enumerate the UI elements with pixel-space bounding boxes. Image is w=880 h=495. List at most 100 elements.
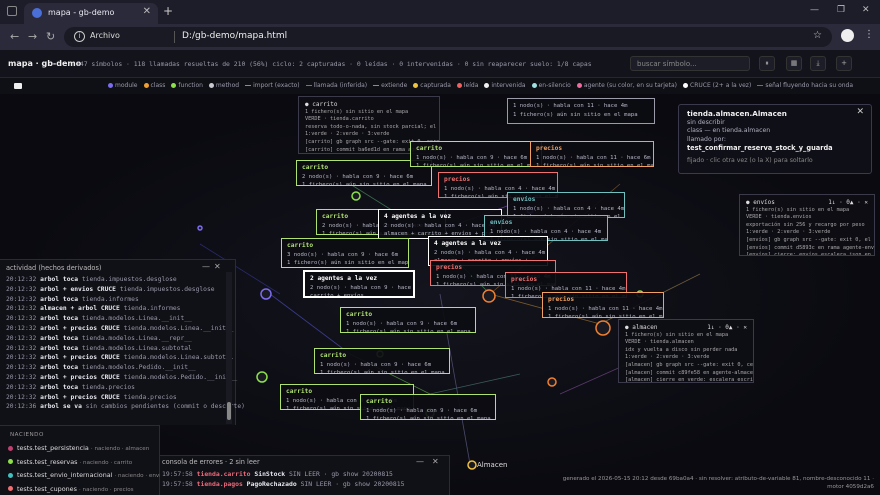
tests-list: tests.test_persistencia · naciendo · alm…: [8, 442, 167, 495]
graph-node[interactable]: [467, 460, 477, 470]
add-button[interactable]: +: [836, 56, 852, 71]
minimize-icon[interactable]: —: [202, 262, 210, 271]
close-window-icon[interactable]: ✕: [862, 5, 870, 15]
legend-item[interactable]: module: [108, 82, 138, 89]
graph-node[interactable]: [547, 377, 557, 387]
legend-swatch-icon: [576, 83, 582, 88]
grid-button[interactable]: ▦: [786, 56, 802, 71]
test-item[interactable]: tests.test_cupones · naciendo · precios: [8, 483, 167, 495]
card-line: 1 fichero(s) aún sin sitio en el mapa: [444, 194, 558, 198]
card-title: carrito: [346, 311, 373, 318]
reload-icon[interactable]: ↻: [46, 30, 56, 43]
activity-who: arbol: [40, 383, 60, 391]
url-text[interactable]: D:/gb-demo/mapa.html: [182, 31, 288, 41]
app-header: mapa · gb-demo 147 símbolos · 118 llamad…: [0, 50, 880, 78]
graph-node[interactable]: [197, 225, 203, 231]
legend-item[interactable]: llamada (inferida): [305, 82, 367, 89]
legend-item[interactable]: agente (su color, en su tarjeta): [576, 82, 677, 89]
back-icon[interactable]: ←: [10, 30, 20, 43]
card-line: 1 nodo(s) · habla con 11 · hace 6m: [536, 154, 651, 161]
agent-meta[interactable]: 1↓ · 0▲ · ✕: [707, 324, 747, 331]
maximize-icon[interactable]: ❐: [837, 5, 846, 15]
activity-verb: toca: [62, 383, 79, 391]
legend-label: module: [115, 82, 138, 89]
activity-scrollbar[interactable]: [226, 272, 232, 424]
tab-search-icon[interactable]: [7, 6, 17, 16]
activity-time: 20:12:36: [6, 403, 37, 411]
test-item[interactable]: tests.test_reservas · naciendo · carrito: [8, 456, 167, 470]
test-status-icon: [8, 445, 13, 451]
legend-item[interactable]: capturada: [413, 82, 451, 89]
legend-item[interactable]: method: [208, 82, 239, 89]
legend-item[interactable]: function: [171, 82, 203, 89]
close-tab-icon[interactable]: ✕: [142, 6, 151, 17]
new-tab-button[interactable]: +: [163, 4, 174, 18]
legend-item[interactable]: leída: [456, 82, 478, 89]
node-label[interactable]: Almacen: [477, 461, 508, 469]
forward-icon[interactable]: →: [28, 30, 38, 43]
graph-node[interactable]: [482, 289, 496, 303]
more-menu-icon[interactable]: ⋮: [864, 29, 874, 40]
url-input[interactable]: i Archivo D:/gb-demo/mapa.html ☆: [64, 27, 832, 47]
activity-who: arbol: [40, 315, 60, 323]
legend-item[interactable]: CRUCE (2+ a la vez): [683, 82, 751, 89]
activity-who: arbol + envios: [40, 285, 94, 293]
graph-node[interactable]: [351, 191, 361, 201]
symbol-search-input[interactable]: buscar símbolo...: [630, 56, 750, 71]
graph-node[interactable]: [595, 320, 611, 336]
profile-avatar-icon[interactable]: [841, 29, 854, 42]
legend-item[interactable]: intervenida: [484, 82, 526, 89]
legend-item[interactable]: class: [143, 82, 165, 89]
folder-icon[interactable]: [14, 83, 22, 89]
agent-meta[interactable]: 1↓ · 0▲ · ✕: [828, 199, 868, 206]
site-chip[interactable]: Archivo: [90, 31, 120, 40]
info-caller[interactable]: test_confirmar_reserva_stock_y_guarda: [687, 144, 833, 152]
close-icon[interactable]: ✕: [432, 457, 439, 466]
test-name: tests.test_cupones: [17, 484, 77, 493]
graph-node[interactable]: [256, 371, 268, 383]
activity-verb: CRUCE: [100, 393, 120, 401]
pause-button[interactable]: ⏸: [759, 56, 775, 71]
console-row[interactable]: 19:57:58 tienda.carrito SinStock SIN LEE…: [162, 469, 404, 479]
bookmark-star-icon[interactable]: ☆: [813, 30, 822, 41]
info-icon[interactable]: i: [74, 31, 85, 42]
minimize-icon[interactable]: —: [810, 5, 819, 15]
card-title: carrito: [416, 145, 443, 152]
legend-item[interactable]: en-silencio: [531, 82, 571, 89]
legend-item[interactable]: señal fluyendo hacia su onda: [757, 82, 853, 89]
test-item[interactable]: tests.test_persistencia · naciendo · alm…: [8, 442, 167, 456]
close-icon[interactable]: ✕: [214, 262, 221, 271]
activity-row: 20:12:32 arbol toca tienda.modelos.Linea…: [6, 314, 245, 324]
legend-item[interactable]: extiende: [373, 82, 407, 89]
activity-row: 20:12:32 arbol toca tienda.informes: [6, 295, 245, 305]
scroll-thumb[interactable]: [227, 402, 231, 420]
legend-label: intervenida: [491, 82, 526, 89]
graph-node[interactable]: [260, 288, 272, 300]
test-item[interactable]: tests.test_envio_internacional · naciend…: [8, 469, 167, 483]
download-button[interactable]: ⤓: [810, 56, 826, 71]
activity-row: 20:12:32 arbol toca tienda.modelos.Linea…: [6, 334, 245, 344]
browser-tab[interactable]: mapa - gb-demo ✕: [24, 3, 158, 24]
console-row[interactable]: 19:57:58 tienda.pagos PagoRechazado SIN …: [162, 479, 404, 489]
card-title: carrito: [322, 213, 349, 220]
legend-swatch-icon: [143, 83, 149, 88]
minimize-icon[interactable]: —: [416, 457, 424, 466]
legend-item[interactable]: import (exacto): [245, 82, 300, 89]
activity-who: arbol: [40, 344, 60, 352]
close-icon[interactable]: ✕: [856, 107, 864, 117]
